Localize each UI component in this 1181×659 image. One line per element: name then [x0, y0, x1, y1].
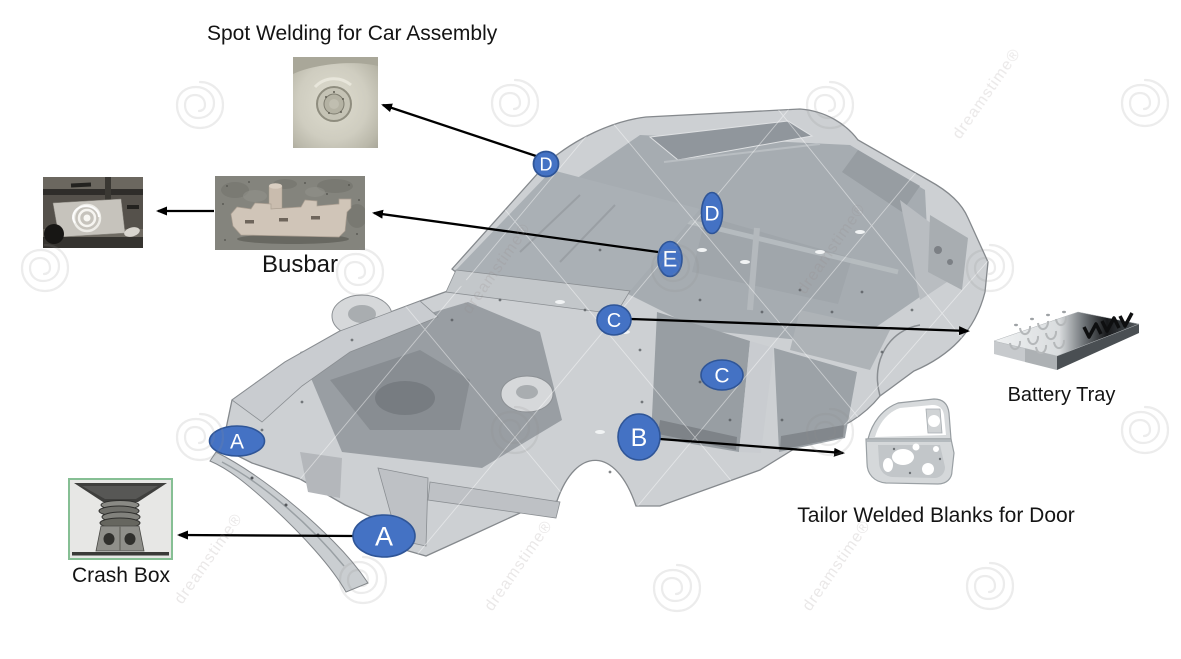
battery-tray-photo [980, 303, 1143, 378]
marker-c-side-frame: C [700, 359, 744, 391]
marker-letter: D [704, 202, 719, 225]
marker-d-roof-right: D [700, 191, 724, 235]
marker-letter: D [540, 154, 553, 174]
marker-letter: A [230, 430, 244, 453]
marker-b-door-sill: B [617, 413, 661, 461]
spot-weld-photo [293, 57, 378, 148]
marker-letter: B [631, 424, 648, 452]
arrow-c-to-battery-tray [630, 317, 970, 336]
marker-letter: E [663, 247, 678, 272]
diagram-title: Spot Welding for Car Assembly [207, 22, 498, 45]
annotation-arrows [156, 103, 970, 540]
crash-box-photo [68, 478, 173, 560]
marker-a-bumper: A [352, 514, 416, 558]
busbar-photo [215, 176, 365, 250]
marker-c-cowl: C [596, 304, 632, 336]
crash-box-caption: Crash Box [71, 564, 171, 587]
marker-letter: A [375, 521, 393, 551]
busbar-caption: Busbar [261, 251, 339, 278]
marker-d-roof-left: D [532, 150, 560, 178]
arrow-d-to-spot-weld [381, 103, 537, 158]
marker-e-a-pillar: E [657, 240, 683, 278]
twb-door-caption: Tailor Welded Blanks for Door [797, 504, 1075, 527]
arrow-e-to-busbar [372, 209, 659, 254]
marker-a-front-rail: A [208, 425, 266, 457]
weld-sample-photo [43, 177, 143, 248]
marker-letter: C [607, 310, 621, 332]
marker-letter: C [714, 364, 729, 387]
door-panel-photo [848, 397, 962, 492]
arrow-a-to-crash-box [177, 530, 354, 540]
battery-tray-caption: Battery Tray [1007, 384, 1116, 406]
